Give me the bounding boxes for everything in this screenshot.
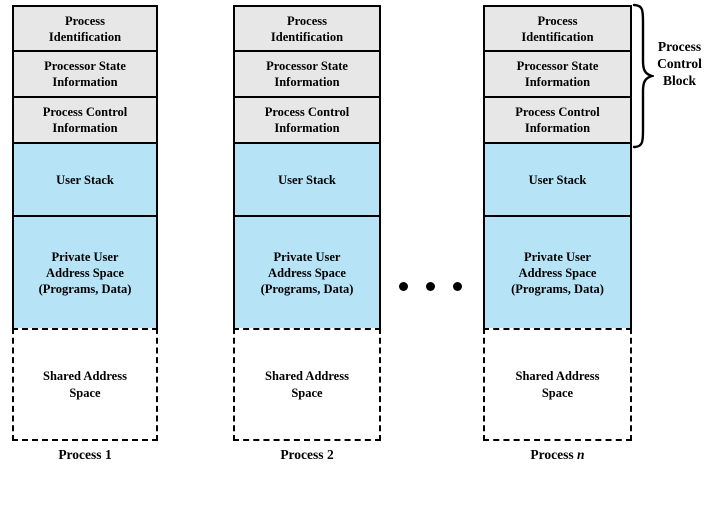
- section-process-control-information: Process Control Information: [233, 96, 381, 144]
- process-label-number: 2: [326, 447, 334, 462]
- section-shared-address-space: Shared Address Space: [12, 328, 158, 441]
- section-user-stack: User Stack: [12, 142, 158, 217]
- section-process-identification: Process Identification: [483, 5, 632, 52]
- process-column-n: Process Identification Processor State I…: [483, 5, 632, 463]
- section-process-control-information: Process Control Information: [12, 96, 158, 144]
- process-column-2: Process Identification Processor State I…: [233, 5, 381, 463]
- process-label-number: 1: [104, 447, 112, 462]
- section-process-identification: Process Identification: [12, 5, 158, 52]
- section-processor-state-information: Processor State Information: [233, 50, 381, 98]
- section-shared-address-space: Shared Address Space: [233, 328, 381, 441]
- section-process-identification: Process Identification: [233, 5, 381, 52]
- process-label-prefix: Process: [280, 447, 324, 462]
- process-label-prefix: Process: [58, 447, 102, 462]
- process-label-1: Process 1: [12, 447, 158, 463]
- brace-icon: [632, 3, 654, 149]
- section-user-stack: User Stack: [233, 142, 381, 217]
- ellipsis-dot: [453, 282, 462, 291]
- process-column-1: Process Identification Processor State I…: [12, 5, 158, 463]
- process-label-prefix: Process: [530, 447, 574, 462]
- section-processor-state-information: Processor State Information: [12, 50, 158, 98]
- section-process-control-information: Process Control Information: [483, 96, 632, 144]
- ellipsis-dot: [426, 282, 435, 291]
- section-private-user-address-space: Private User Address Space (Programs, Da…: [12, 215, 158, 330]
- section-user-stack: User Stack: [483, 142, 632, 217]
- process-label-number: n: [577, 447, 585, 462]
- section-private-user-address-space: Private User Address Space (Programs, Da…: [233, 215, 381, 330]
- process-control-block-label: Process Control Block: [657, 39, 702, 88]
- process-label-2: Process 2: [233, 447, 381, 463]
- ellipsis-icon: [399, 282, 462, 291]
- ellipsis-dot: [399, 282, 408, 291]
- section-private-user-address-space: Private User Address Space (Programs, Da…: [483, 215, 632, 330]
- process-label-n: Process n: [483, 447, 632, 463]
- section-shared-address-space: Shared Address Space: [483, 328, 632, 441]
- section-processor-state-information: Processor State Information: [483, 50, 632, 98]
